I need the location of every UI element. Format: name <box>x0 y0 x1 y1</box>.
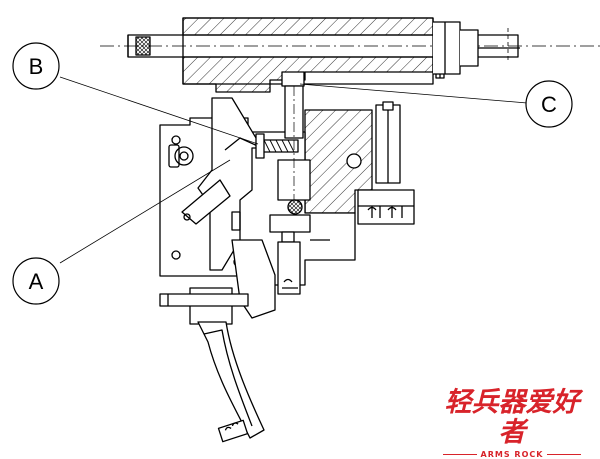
label-a: A <box>29 269 44 294</box>
callout-b: B <box>12 42 60 90</box>
label-b: B <box>29 54 44 79</box>
leader-lines <box>59 76 528 264</box>
sear-spring-b <box>255 133 299 159</box>
watermark-logo: 轻兵器爱好者 ARMS ROCK <box>432 388 592 459</box>
label-c: C <box>541 92 557 117</box>
callout-a: A <box>12 257 60 305</box>
adjustment-screw <box>357 101 415 225</box>
callout-c: C <box>525 80 573 128</box>
trigger <box>159 239 276 443</box>
sear-housing <box>304 109 373 214</box>
watermark-chinese-text: 轻兵器爱好者 <box>444 387 580 448</box>
receiver-block <box>182 17 520 93</box>
firing-pin-lever-c <box>269 71 330 295</box>
